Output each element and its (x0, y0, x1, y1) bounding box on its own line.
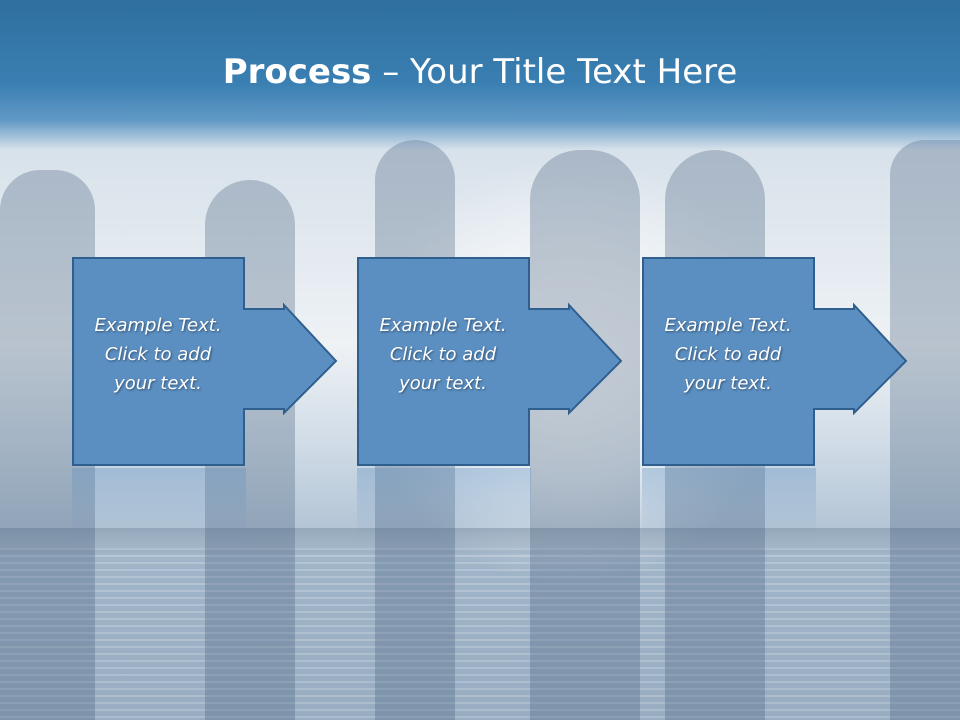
title-band: Process – Your Title Text Here (0, 0, 960, 150)
step-text-line: Example Text. (94, 315, 222, 336)
arrow-box-shape (357, 257, 623, 466)
step-text-line: Click to add (389, 344, 497, 365)
step-text[interactable]: Example Text. Click to add your text. (642, 311, 814, 398)
step-text-line: Click to add (104, 344, 212, 365)
horizon-line (0, 528, 960, 554)
step-text-line: your text. (114, 373, 202, 394)
step-reflection (642, 468, 816, 538)
step-text[interactable]: Example Text. Click to add your text. (357, 311, 529, 398)
step-text-line: Example Text. (664, 315, 792, 336)
step-text-line: Example Text. (379, 315, 507, 336)
title-bold: Process (222, 52, 372, 92)
title-rest: – Your Title Text Here (371, 52, 738, 92)
step-reflection (72, 468, 246, 538)
process-step-1[interactable]: Example Text. Click to add your text. (72, 257, 352, 467)
step-text-line: your text. (684, 373, 772, 394)
sea-water (0, 548, 960, 720)
step-text-line: Click to add (674, 344, 782, 365)
arrow-box-shape (72, 257, 338, 466)
person-silhouette (530, 150, 640, 720)
arrow-box-shape (642, 257, 908, 466)
step-text[interactable]: Example Text. Click to add your text. (72, 311, 244, 398)
process-step-3[interactable]: Example Text. Click to add your text. (642, 257, 922, 467)
person-silhouette (890, 140, 960, 720)
step-text-line: your text. (399, 373, 487, 394)
step-reflection (357, 468, 531, 538)
slide-title[interactable]: Process – Your Title Text Here (0, 52, 960, 92)
process-step-2[interactable]: Example Text. Click to add your text. (357, 257, 637, 467)
